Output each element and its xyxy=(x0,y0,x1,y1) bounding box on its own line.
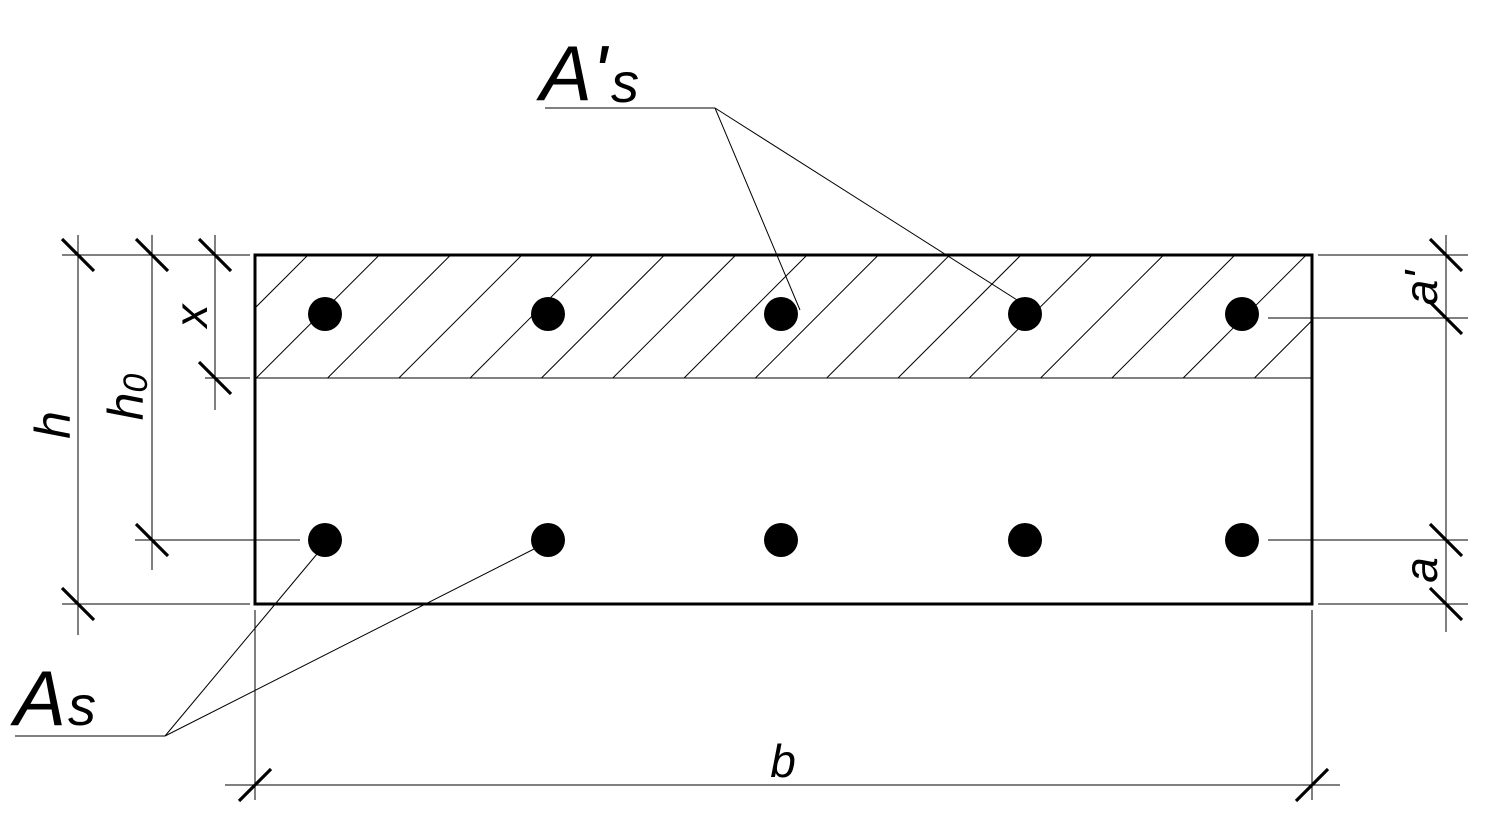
hatch-line xyxy=(255,255,309,309)
hatch-line xyxy=(826,255,951,378)
extension-lines xyxy=(62,254,1468,800)
top-rebar xyxy=(1225,297,1259,331)
effective-height-label-h0: h0 xyxy=(98,374,155,421)
hatch-line xyxy=(897,255,1022,378)
top-rebar-label-main: A xyxy=(536,29,592,117)
bottom-rebar xyxy=(531,523,565,557)
width-label-b: b xyxy=(770,735,796,787)
hatch-line xyxy=(327,255,451,378)
compression-depth-label-x: x xyxy=(165,303,217,330)
bottom-rebar-label: As xyxy=(10,654,96,742)
effective-height-label-main: h xyxy=(98,393,154,421)
bottom-rebar-leader xyxy=(15,545,541,737)
bottom-cover-label-a: a xyxy=(1395,557,1447,583)
bottom-rebar xyxy=(1225,523,1259,557)
height-label-h: h xyxy=(25,411,81,439)
hatch-line xyxy=(683,255,808,378)
top-rebar-row xyxy=(308,297,1259,331)
section-outline xyxy=(253,253,1314,606)
bottom-rebar-row xyxy=(308,523,1259,557)
top-rebar xyxy=(764,297,798,331)
bottom-rebar-label-sub: s xyxy=(68,674,96,737)
bottom-rebar xyxy=(764,523,798,557)
top-cover-label-a-prime: a' xyxy=(1395,269,1447,306)
bottom-rebar xyxy=(308,523,342,557)
hatch-line xyxy=(541,255,665,378)
compression-zone-hatching xyxy=(255,255,1312,378)
bottom-rebar xyxy=(1008,523,1042,557)
dimension-lines xyxy=(77,235,1447,786)
top-rebar-label-sub: s xyxy=(611,51,639,114)
hatch-line xyxy=(612,255,737,378)
top-rebar xyxy=(531,297,565,331)
top-rebar-label-prime: ' xyxy=(592,29,610,117)
effective-height-label-sub: 0 xyxy=(117,374,155,393)
hatch-line xyxy=(1254,319,1312,378)
hatch-line xyxy=(1111,255,1236,378)
hatch-line xyxy=(398,255,523,378)
hatch-line xyxy=(1040,255,1164,378)
top-rebar xyxy=(1008,297,1042,331)
top-rebar-label: A's xyxy=(536,29,639,117)
top-rebar-leader xyxy=(545,107,1026,311)
dimension-ticks xyxy=(60,237,1464,803)
hatch-line xyxy=(755,255,879,378)
top-rebar xyxy=(308,297,342,331)
bottom-rebar-label-main: A xyxy=(10,654,66,742)
